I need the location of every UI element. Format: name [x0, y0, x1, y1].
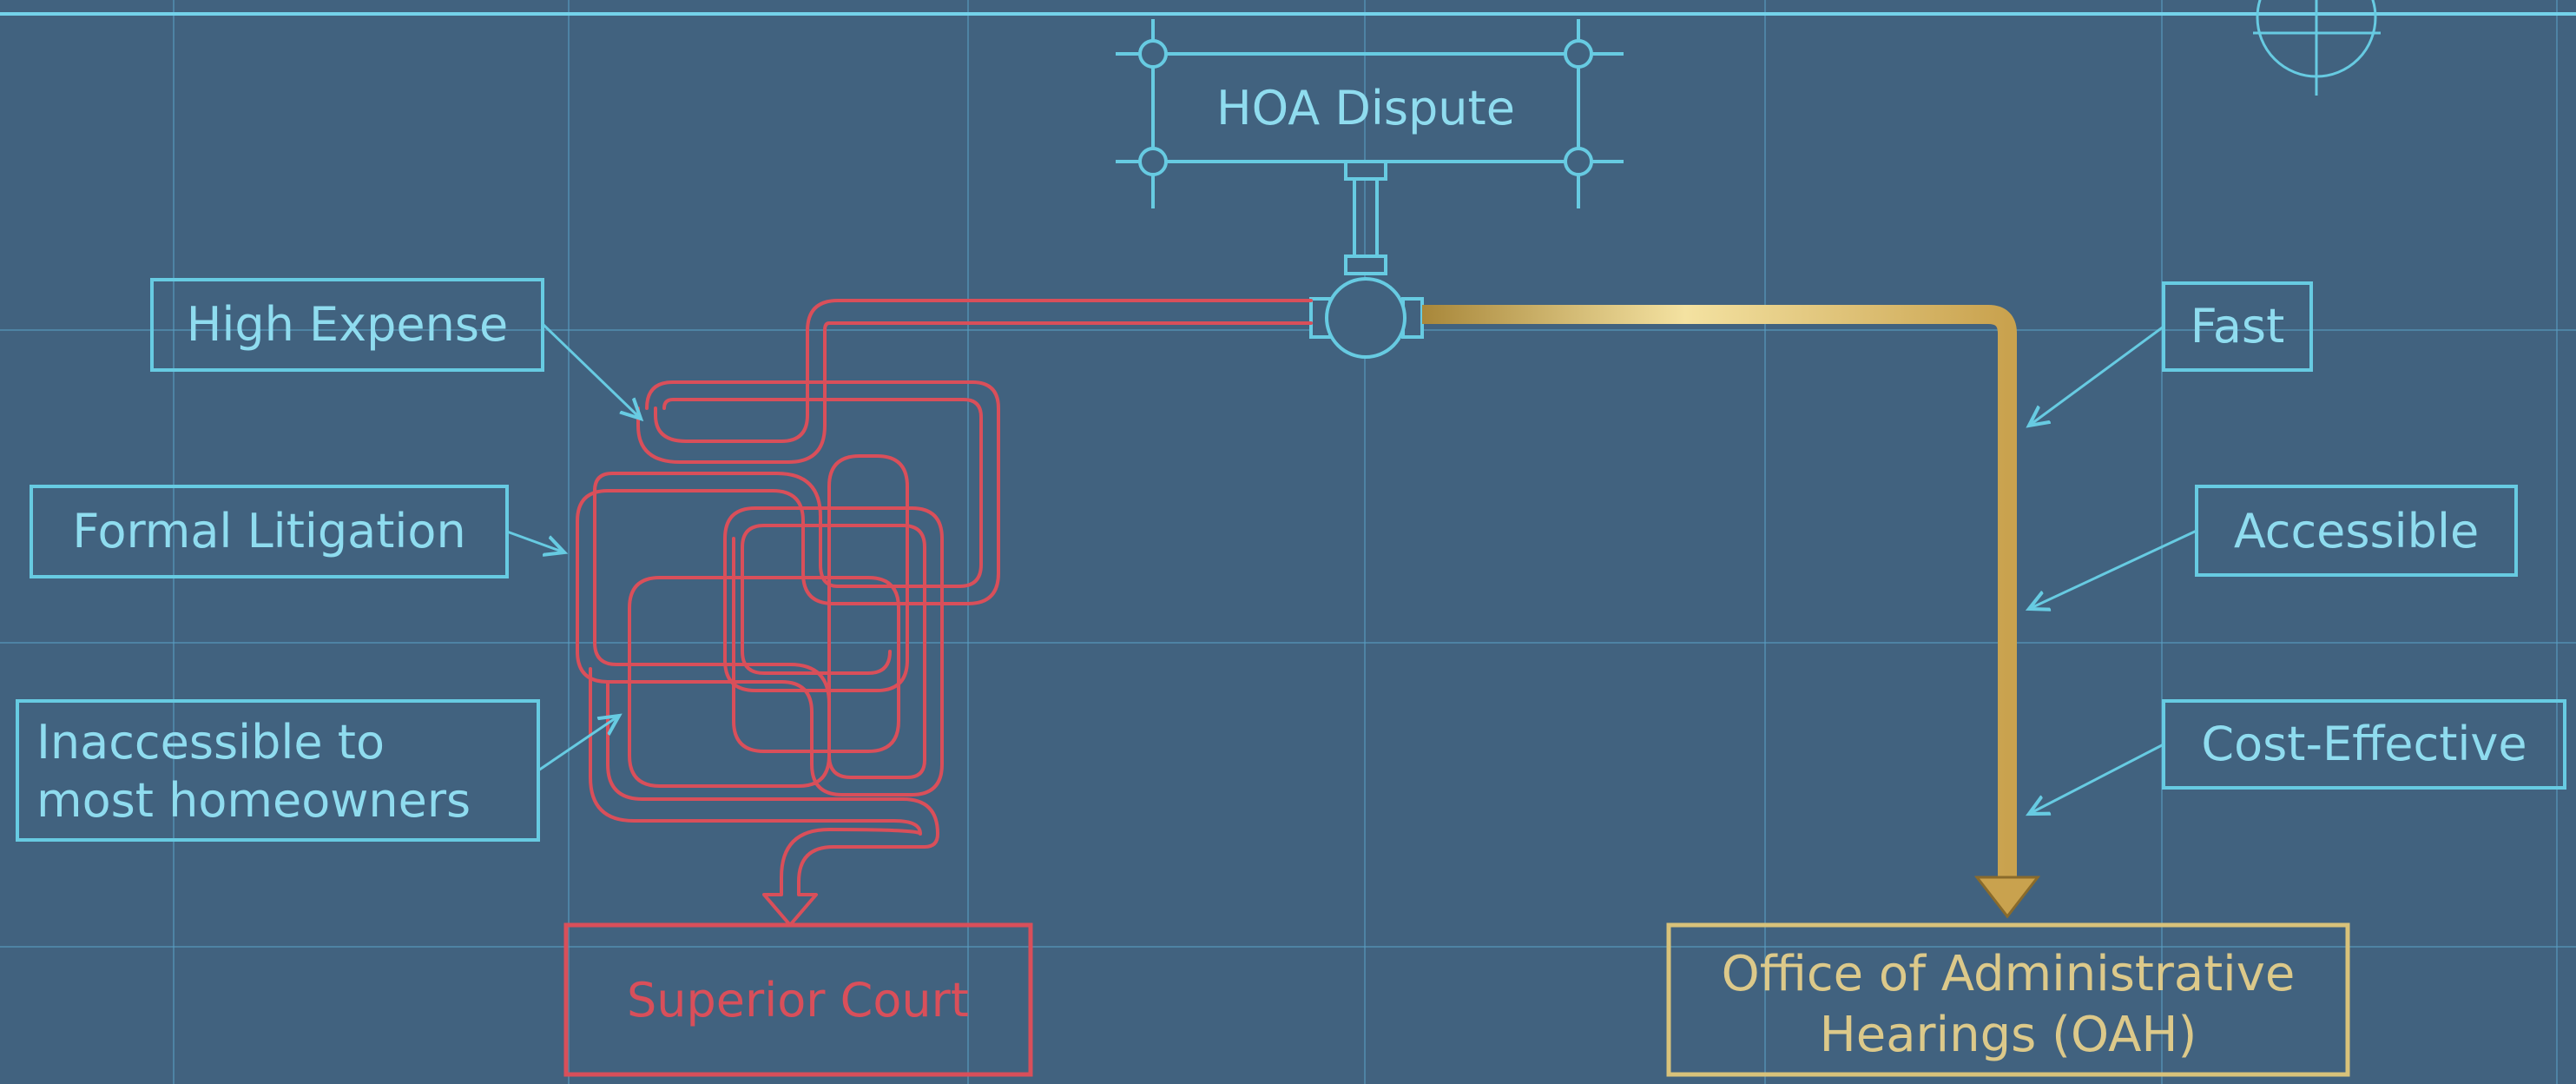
annotation-inaccessible: Inaccessible to most homeowners	[16, 699, 619, 842]
left-red-path	[576, 299, 1313, 927]
annotation-accessible: Accessible	[2029, 485, 2518, 609]
hoa-dispute-label: HOA Dispute	[1216, 81, 1515, 136]
annotation-arrow	[2029, 529, 2197, 609]
svg-text:Accessible: Accessible	[2234, 504, 2479, 559]
superior-court-label: Superior Court	[627, 973, 969, 1028]
annotation-high-expense: High Expense	[150, 278, 641, 419]
annotation-formal-litigation: Formal Litigation	[30, 485, 564, 578]
annotation-arrow	[542, 323, 641, 419]
svg-text:High Expense: High Expense	[187, 297, 508, 352]
svg-text:Formal Litigation: Formal Litigation	[72, 504, 465, 559]
svg-text:Fast: Fast	[2191, 299, 2285, 354]
annotation-fast: Fast	[2029, 281, 2313, 426]
annotation-arrow	[537, 716, 619, 772]
oah-label-line-1: Office of Administrative	[1722, 946, 2296, 1002]
annotation-arrow	[506, 530, 564, 552]
corner-crosshair-icon	[2253, 0, 2381, 96]
svg-text:most homeowners: most homeowners	[36, 773, 471, 828]
annotation-arrow	[2029, 743, 2164, 814]
oah-node: Office of Administrative Hearings (OAH)	[1666, 922, 2350, 1077]
oah-label-line-2: Hearings (OAH)	[1820, 1007, 2197, 1063]
annotation-cost-effective: Cost-Effective	[2029, 699, 2566, 814]
svg-text:Cost-Effective: Cost-Effective	[2201, 717, 2527, 771]
svg-text:Inaccessible to: Inaccessible to	[36, 715, 385, 770]
annotation-arrow	[2029, 325, 2164, 426]
right-gold-path	[1422, 305, 2041, 919]
superior-court-node: Superior Court	[563, 922, 1033, 1077]
